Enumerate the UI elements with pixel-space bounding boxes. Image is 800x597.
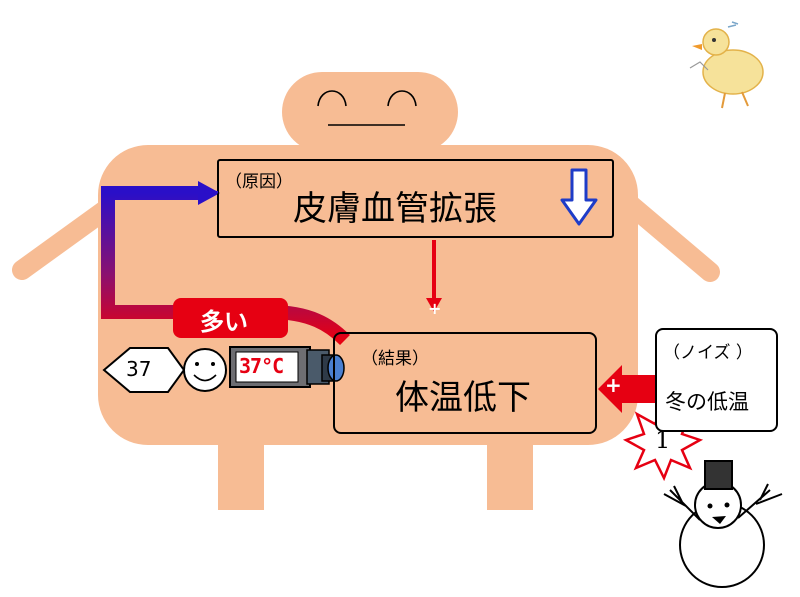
snowman-marker-number: 1 [655,426,671,454]
noise-title: 冬の低温 [665,390,749,414]
thermometer-icon [229,346,345,388]
chick-doodle-icon [689,21,764,109]
cause-box: （原因） 皮膚血管拡張 [217,159,614,238]
decrease-arrow-icon [560,168,598,226]
noise-plus-sign: + [605,373,622,397]
feedback-label-badge [173,298,288,338]
diamond-value: 37 [126,357,152,381]
feedback-label: 多い [200,308,248,336]
noise-box: （ノイズ ） 冬の低温 [655,328,778,432]
feedback-minus-sign: − [202,180,221,205]
eye-left [317,90,347,107]
leg-right [487,430,533,510]
head [282,72,458,152]
noise-tag: （ノイズ ） [663,343,753,363]
snowman [663,460,783,588]
thermometer-display: 37°C [239,354,284,378]
cause-title: 皮膚血管拡張 [293,189,497,229]
cause-to-result-arrow [426,240,442,312]
snowman-hat [704,460,733,490]
leg-left [218,430,264,510]
result-tag: （結果） [361,349,429,369]
result-title: 体温低下 [395,378,531,418]
arm-left [12,195,122,280]
body-figure [12,72,720,510]
thermometer-group [102,346,345,393]
eye-right [387,90,417,107]
arm-right [615,190,720,282]
smiley-icon [183,348,227,392]
result-box: （結果） 体温低下 [333,332,597,434]
cause-to-result-plus-sign: + [428,299,442,318]
cause-tag: （原因） [225,172,293,192]
